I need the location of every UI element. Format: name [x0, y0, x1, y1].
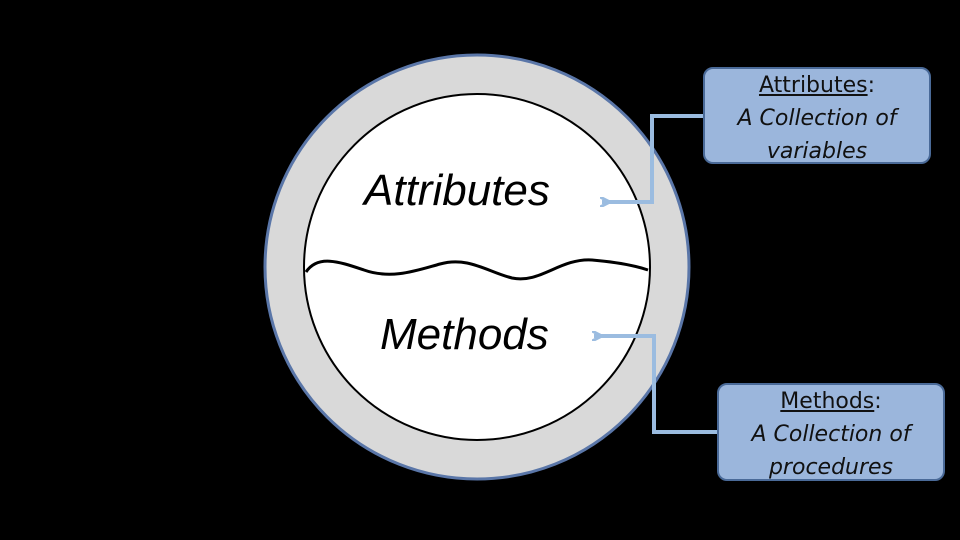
methods-callout-line1: A Collection of [751, 422, 911, 447]
attributes-callout-line1: A Collection of [737, 106, 897, 131]
methods-callout-line2: procedures [768, 455, 894, 480]
attributes-callout: Attributes: A Collection of variables [703, 67, 931, 164]
attributes-label: Attributes [364, 166, 550, 215]
attributes-connector-arrow [602, 114, 703, 202]
methods-callout-heading: Methods [780, 389, 875, 414]
attributes-callout-heading-line: Attributes: [705, 69, 929, 102]
methods-callout-heading-line: Methods: [719, 385, 943, 418]
wavy-divider [304, 258, 649, 281]
attributes-callout-separator: : [867, 73, 876, 98]
methods-label: Methods [380, 310, 549, 359]
methods-callout-separator: : [874, 389, 882, 414]
methods-connector-arrow [594, 336, 717, 434]
methods-callout: Methods: A Collection of procedures [717, 383, 945, 481]
attributes-callout-line2: variables [766, 139, 868, 164]
attributes-callout-heading: Attributes [758, 73, 868, 98]
